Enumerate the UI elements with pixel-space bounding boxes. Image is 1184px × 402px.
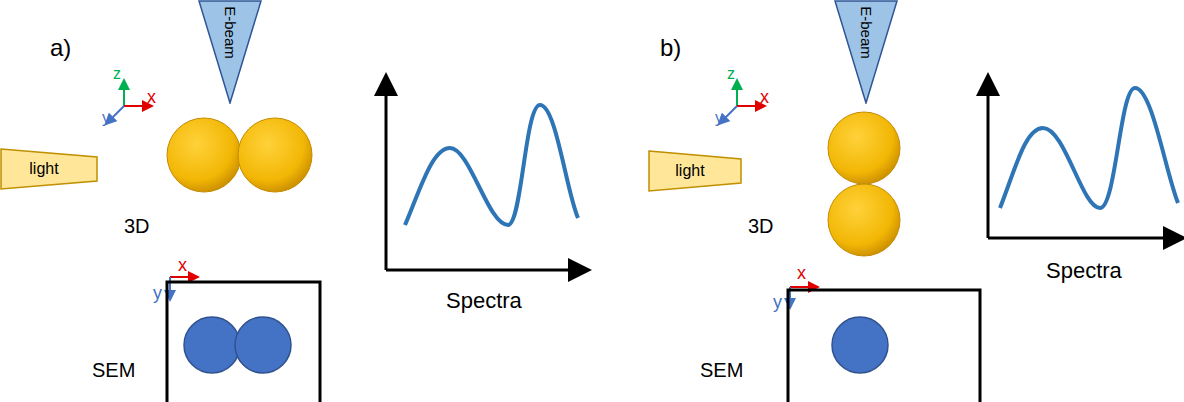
axis-label: x (147, 88, 156, 106)
axes-3d (106, 80, 152, 124)
axis-label: y (773, 293, 782, 311)
panel-label: b) (660, 36, 681, 60)
view-label: SEM (92, 360, 135, 380)
axis-label: z (113, 66, 121, 82)
axis-label: x (760, 88, 769, 106)
gold-sphere (828, 112, 900, 184)
axes-sem (170, 277, 198, 300)
sem-frame (167, 282, 320, 402)
gold-sphere (167, 118, 241, 192)
axis-label: y (715, 110, 723, 126)
node-label: light (29, 161, 58, 177)
e-beam-cone: E-beam (198, 0, 262, 104)
node-label: E-beam (859, 6, 874, 59)
e-beam-cone: E-beam (834, 0, 898, 104)
axis-title: Spectra (446, 290, 522, 312)
spectrum-curve (405, 105, 578, 225)
light-source: light (648, 150, 742, 192)
panel-label: a) (50, 36, 71, 60)
axes-3d (719, 80, 765, 124)
axis-label: y (102, 110, 110, 126)
axis-label: x (178, 256, 187, 274)
axis-label: x (797, 264, 806, 282)
gold-sphere (238, 118, 312, 192)
axis-label: z (727, 66, 735, 82)
view-label: 3D (124, 216, 150, 236)
node-label: light (675, 163, 704, 179)
gold-sphere (828, 184, 900, 256)
view-label: SEM (700, 360, 743, 380)
spectrum-axes (386, 78, 586, 270)
sem-frame (788, 290, 980, 402)
axis-title: Spectra (1046, 260, 1122, 282)
view-label: 3D (748, 216, 774, 236)
axis-label: y (153, 284, 162, 302)
sem-particle (235, 317, 291, 373)
sem-particle (832, 317, 888, 373)
spectrum-axes (988, 78, 1181, 238)
light-source: light (0, 148, 98, 190)
sem-particle (184, 317, 240, 373)
spectrum-curve (1000, 88, 1178, 208)
node-label: E-beam (223, 6, 238, 59)
